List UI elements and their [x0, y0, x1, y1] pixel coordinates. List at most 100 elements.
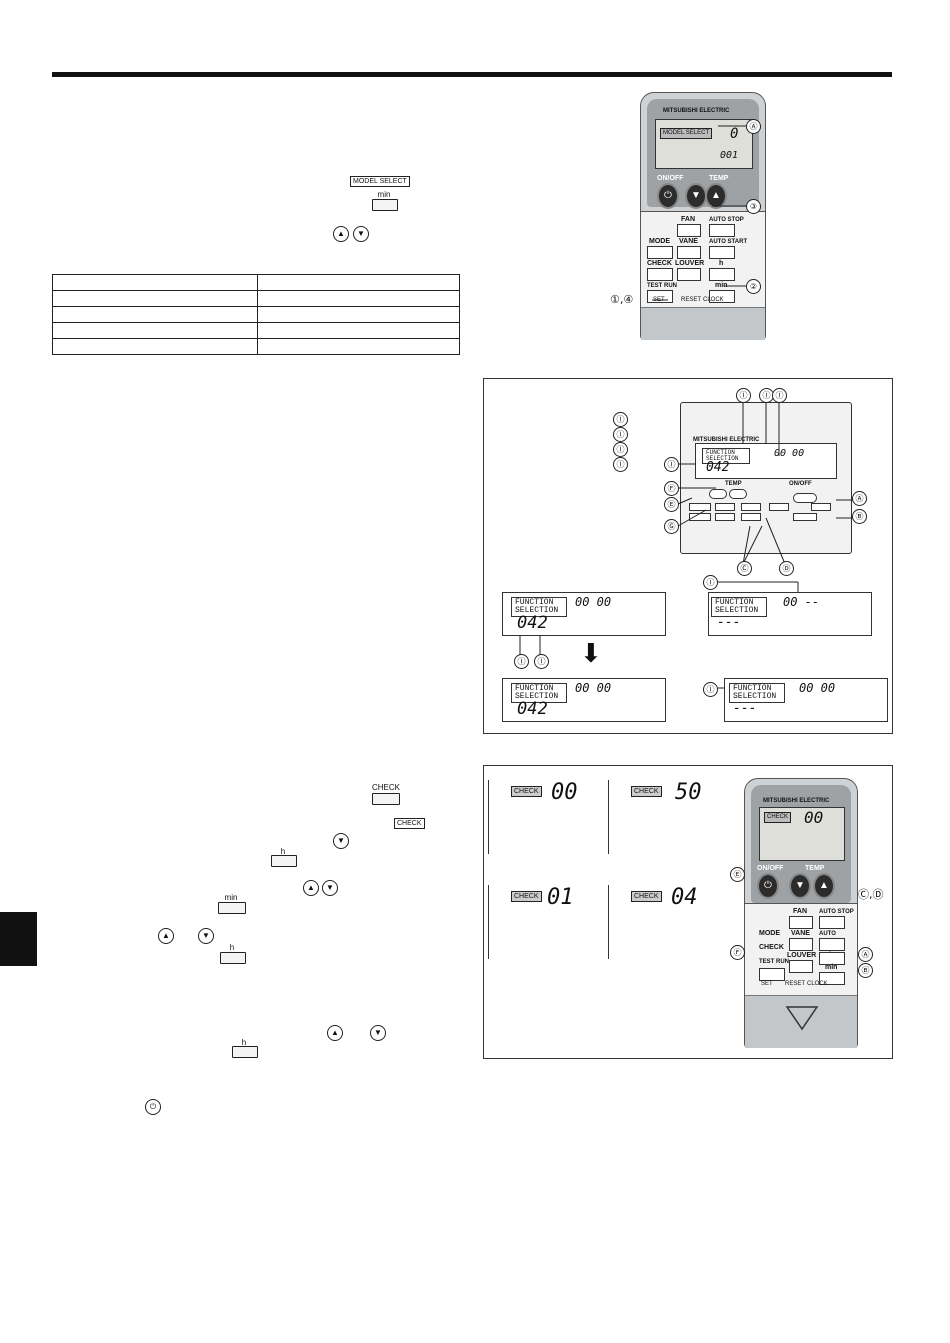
table-cell [257, 322, 460, 339]
wired-onoff-button[interactable] [793, 493, 817, 503]
callout-e3: Ⓔ [730, 867, 745, 882]
down-button-glyph-4: ▼ [198, 928, 214, 944]
remote2-auto-stop-button[interactable] [819, 916, 845, 929]
screen-4-time: 00 00 [799, 681, 836, 695]
screen-callout-3: Ⓘ [703, 575, 718, 590]
callout-b3: Ⓑ [858, 963, 873, 978]
down-button-glyph-3: ▼ [322, 880, 338, 896]
callout-cd: Ⓒ,Ⓓ [858, 888, 884, 901]
wired-button-c1[interactable] [715, 513, 735, 521]
marker-left-1: Ⓘ [664, 457, 679, 472]
screen-3-time: 00 00 [575, 681, 612, 695]
remote2-h-button[interactable] [819, 952, 845, 965]
temp-down-button[interactable]: ▼ [685, 183, 707, 209]
louver-label: LOUVER [675, 260, 705, 267]
check-screen-1-tag: CHECK [511, 786, 542, 797]
remote2-lcd-check: CHECK [764, 812, 792, 823]
table-row [52, 290, 460, 307]
table-cell [52, 338, 258, 355]
remote2-lcd-digits: 00 [804, 808, 824, 827]
fan-button[interactable] [677, 224, 701, 237]
callout-1-4: ①,④ [610, 293, 634, 306]
h-button[interactable] [709, 268, 735, 281]
mode-button[interactable] [647, 246, 673, 259]
remote2-check-label: CHECK [759, 944, 784, 951]
remote2-temp-down-button[interactable]: ▼ [789, 873, 811, 899]
lcd-model-select: MODEL SELECT [660, 128, 713, 139]
check-screen-2-code: 50 [675, 780, 702, 805]
screen-2-label: FUNCTION SELECTION [711, 597, 767, 617]
remote2-auto-start-button[interactable] [819, 938, 845, 951]
wired-onoff-label: ON/OFF [789, 481, 812, 487]
callout-a: Ⓐ [746, 119, 761, 134]
wired-temp-down[interactable] [709, 489, 727, 499]
wired-button-b[interactable] [793, 513, 817, 521]
check-screen-2-tag: CHECK [631, 786, 662, 797]
remote2-temp-up-button[interactable]: ▲ [813, 873, 835, 899]
screen-3-label: FUNCTION SELECTION [511, 683, 567, 703]
onoff-button[interactable]: ⏻ [657, 183, 679, 209]
wired-lcd-number: 042 [706, 460, 730, 475]
test-run-label: TEST RUN [647, 283, 677, 289]
temp-up-button[interactable]: ▲ [705, 183, 727, 209]
check-screen-4-tag: CHECK [631, 891, 662, 902]
remote2-temp-label: TEMP [805, 865, 825, 872]
screen-2: FUNCTION SELECTION 00 -- --- [708, 592, 872, 636]
h-key-glyph-2 [220, 952, 246, 964]
wired-button-onoff2[interactable] [741, 503, 761, 511]
remote2-fan-button[interactable] [789, 916, 813, 929]
remote2-onoff-label: ON/OFF [757, 865, 784, 872]
down-arrow-icon: ⬇ [580, 638, 602, 668]
down-button-glyph: ▼ [353, 226, 369, 242]
callout-2: ② [746, 279, 761, 294]
header-rule [52, 72, 892, 77]
louver-button[interactable] [677, 268, 701, 281]
vane-button[interactable] [677, 246, 701, 259]
wireless-remote-controller-2: MITSUBISHI ELECTRIC CHECK 00 ON/OFF TEMP… [744, 778, 858, 1048]
screen-1-number: 042 [517, 613, 548, 633]
remote2-test-run-button[interactable] [759, 968, 785, 981]
wired-temp-up[interactable] [729, 489, 747, 499]
remote2-set-label: SET [761, 981, 773, 987]
up-button-glyph: ▲ [333, 226, 349, 242]
table-cell [257, 306, 460, 323]
table-row [52, 322, 460, 339]
screen-3: FUNCTION SELECTION 00 00 042 [502, 678, 666, 722]
screen-2-time: 00 -- [783, 595, 820, 609]
wired-button-e[interactable] [689, 503, 711, 511]
section-tab [0, 912, 37, 966]
wired-lcd-time: 00 00 [774, 448, 805, 459]
up-button-glyph-3: ▲ [158, 928, 174, 944]
auto-start-button[interactable] [709, 246, 735, 259]
wired-button-a[interactable] [811, 503, 831, 511]
auto-stop-button[interactable] [709, 224, 735, 237]
remote2-louver-button[interactable] [789, 960, 813, 973]
check-screen-4-code: 04 [671, 885, 698, 910]
remote2-fan-label: FAN [793, 908, 807, 915]
check-screen-1-code: 00 [551, 780, 578, 805]
onoff-button-glyph: ⏻ [145, 1099, 161, 1115]
wired-button-c2[interactable] [741, 513, 761, 521]
remote2-min-button[interactable] [819, 972, 845, 985]
screen-1-label: FUNCTION SELECTION [511, 597, 567, 617]
wired-button-fan[interactable] [769, 503, 789, 511]
down-button-glyph-5: ▼ [370, 1025, 386, 1041]
remote2-lcd: CHECK 00 [759, 807, 845, 861]
wired-button-menu[interactable] [715, 503, 735, 511]
up-button-glyph-4: ▲ [327, 1025, 343, 1041]
remote2-vane-button[interactable] [789, 938, 813, 951]
h-key-glyph [271, 855, 297, 867]
remote2-onoff-button[interactable]: ⏻ [757, 873, 779, 899]
remote2-button-panel: FAN MODE VANE CHECK LOUVER TEST RUN AUTO… [745, 903, 857, 996]
onoff-label: ON/OFF [657, 175, 684, 182]
check-button[interactable] [647, 268, 673, 281]
wired-lcd: FUNCTION SELECTION 042 00 00 [695, 443, 837, 479]
callout-a3: Ⓐ [858, 947, 873, 962]
wired-lcd-function: FUNCTION SELECTION [702, 448, 750, 464]
min-button[interactable] [709, 290, 735, 303]
table-cell [257, 274, 460, 291]
check-screen-3-code: 01 [547, 885, 574, 910]
callout-a2: Ⓐ [852, 491, 867, 506]
h-key-label: h [280, 847, 286, 856]
callout-c: Ⓒ [737, 561, 752, 576]
